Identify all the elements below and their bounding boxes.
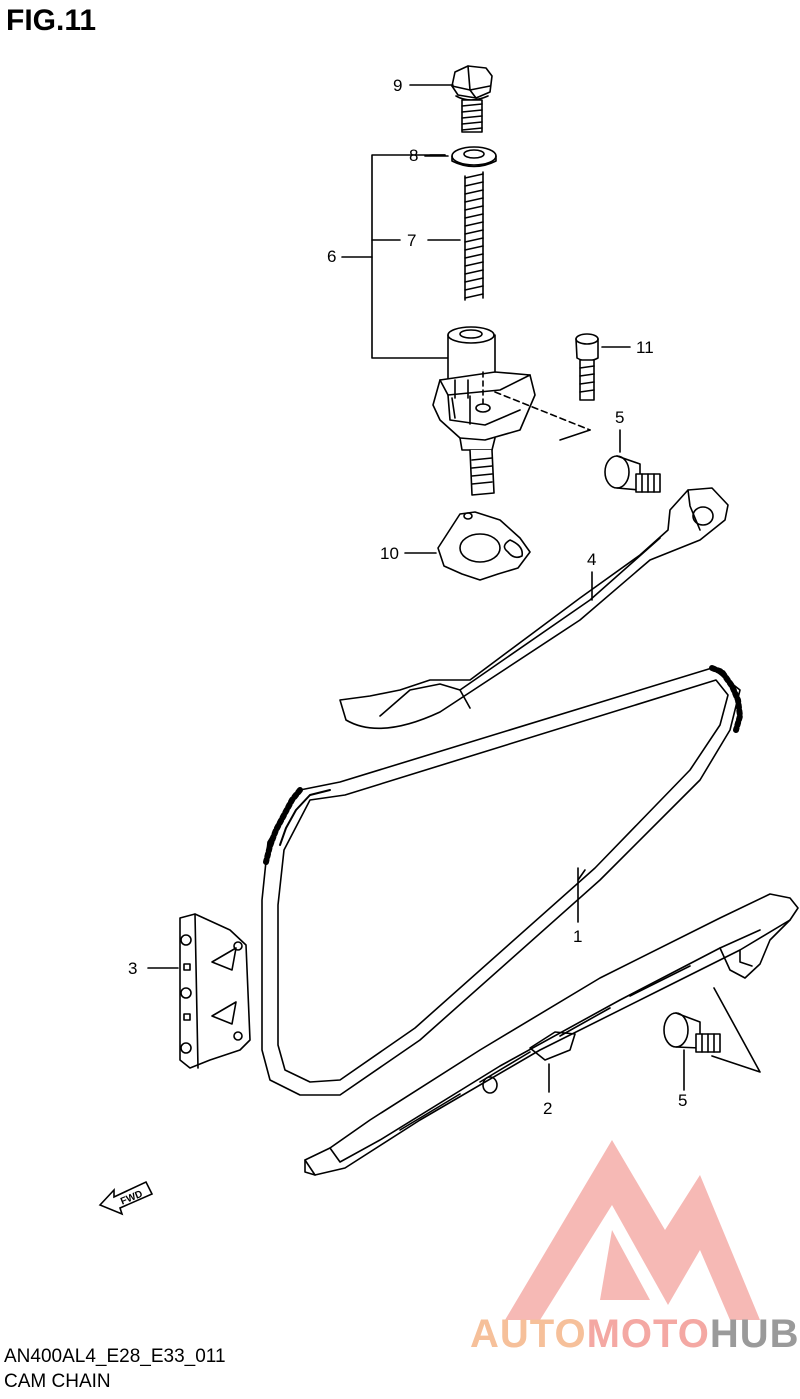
figure-code: AN400AL4_E28_E33_011 xyxy=(4,1346,226,1367)
tensioner-body xyxy=(432,326,536,496)
figure-title: FIG.11 xyxy=(6,4,97,37)
callout-10: 10 xyxy=(380,544,399,563)
callout-1: 1 xyxy=(573,927,582,946)
callout-2: 2 xyxy=(543,1099,552,1118)
callout-11: 11 xyxy=(636,338,654,357)
callout-4: 4 xyxy=(587,550,596,569)
watermark-moto: MOTO xyxy=(586,1312,710,1356)
guide-part-4 xyxy=(339,487,729,730)
bolt-part-11 xyxy=(575,333,599,401)
pin-part-5-lower xyxy=(663,1012,721,1053)
callout-6: 6 xyxy=(327,247,336,266)
callout-9: 9 xyxy=(393,76,402,95)
watermark-logo-icon xyxy=(505,1140,760,1320)
callout-5-lower: 5 xyxy=(678,1091,687,1110)
watermark-auto: AUTO xyxy=(470,1312,587,1356)
watermark-text: AUTOMOTOHUB xyxy=(470,1312,800,1357)
figure-name: CAM CHAIN xyxy=(4,1371,111,1392)
callout-5-upper: 5 xyxy=(615,408,624,427)
pin-part-5-upper xyxy=(604,455,661,493)
guide-part-2 xyxy=(304,893,799,1176)
watermark-hub: HUB xyxy=(709,1312,800,1356)
washer-part-8 xyxy=(451,146,497,168)
plate-part-3 xyxy=(179,913,251,1069)
chain-part-1 xyxy=(261,665,743,1096)
fwd-arrow-icon: FWD xyxy=(98,1180,154,1216)
callout-8: 8 xyxy=(409,146,418,165)
callout-7: 7 xyxy=(407,231,416,250)
fwd-label: FWD xyxy=(119,1189,144,1208)
bolt-part-9 xyxy=(451,65,493,133)
assembly-bracket-6 xyxy=(371,154,449,359)
gasket-part-10 xyxy=(437,511,531,581)
callout-3: 3 xyxy=(128,959,137,978)
spring-part-7 xyxy=(464,171,484,301)
